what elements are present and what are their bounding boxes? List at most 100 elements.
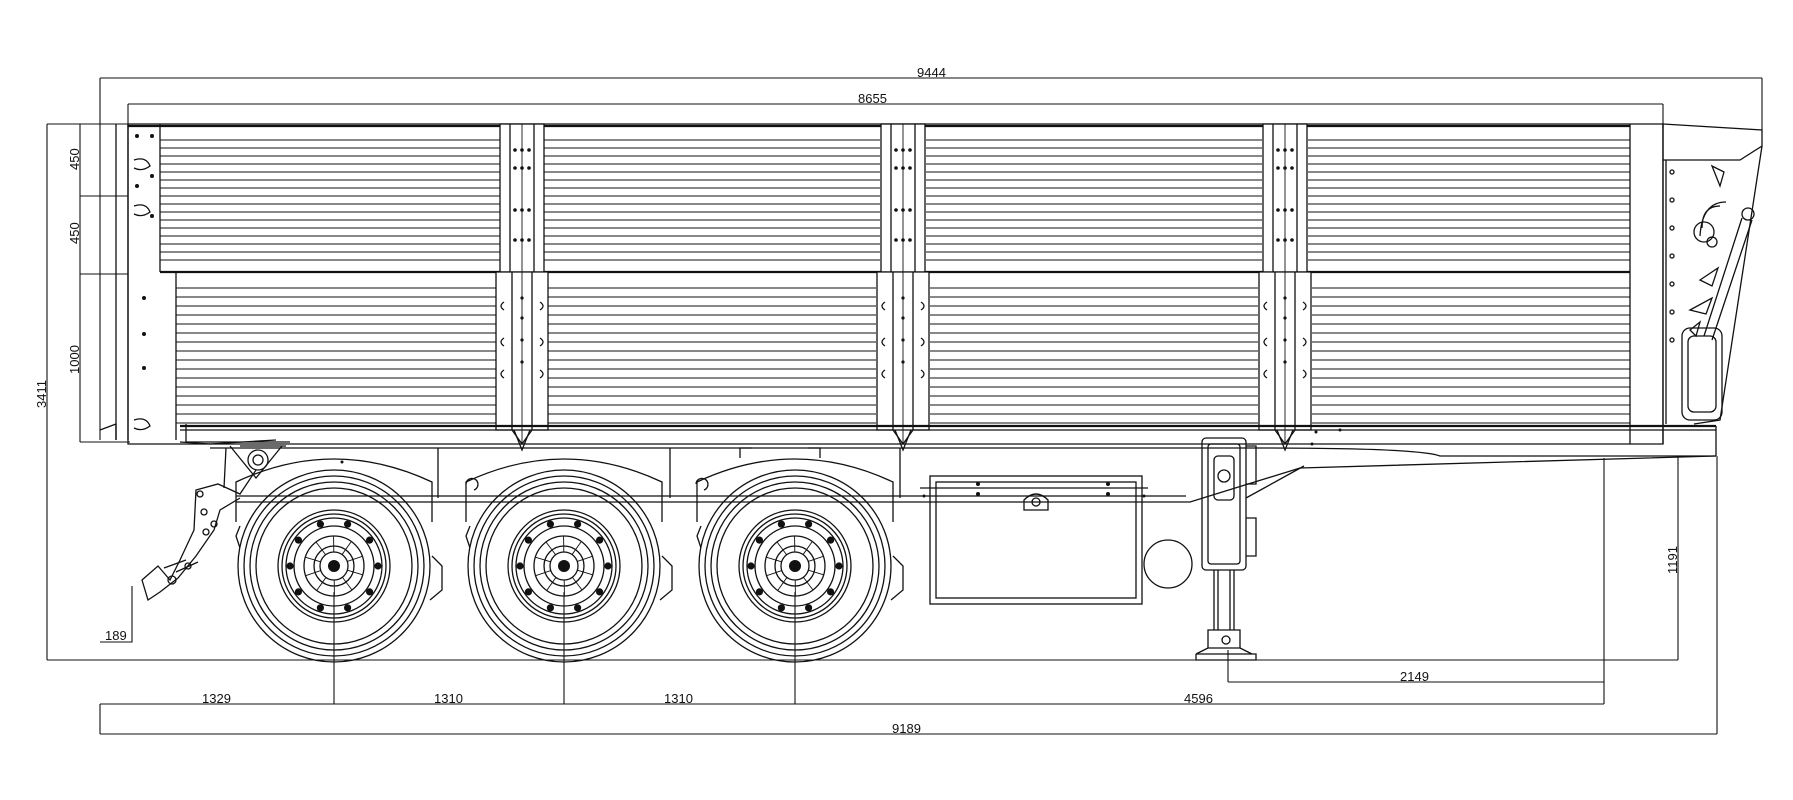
stake-bolt xyxy=(894,238,898,242)
rim xyxy=(523,525,605,607)
stake-bolt xyxy=(901,148,905,152)
stake-bolt xyxy=(1290,166,1294,170)
wheel-nut xyxy=(777,604,786,612)
stake-bolt xyxy=(894,148,898,152)
stake-hook xyxy=(1302,337,1307,347)
tyre xyxy=(716,487,874,645)
rim-spoke xyxy=(347,569,363,576)
dim-coupling-height: 1191 xyxy=(1665,546,1680,574)
stake-bolt xyxy=(1276,166,1280,170)
stake-bolt xyxy=(520,338,524,342)
stake-bolt xyxy=(1283,166,1287,170)
stake-bolt xyxy=(1283,208,1287,212)
rim-spoke xyxy=(316,577,327,591)
wheel-nut xyxy=(826,588,835,596)
tyre xyxy=(473,475,655,657)
rear-hinge xyxy=(141,445,286,602)
stake-bolt xyxy=(901,360,905,364)
tyre xyxy=(485,487,643,645)
toolbox xyxy=(920,475,1148,605)
chassis-fasteners xyxy=(1310,428,1342,446)
rim-spoke xyxy=(571,541,582,555)
mudguard xyxy=(696,458,894,522)
dim-side-lower: 1000 xyxy=(67,345,82,374)
dim-chassis-length: 9189 xyxy=(892,721,921,736)
stake-bolt xyxy=(520,316,524,320)
mudguard-bracket xyxy=(696,525,702,549)
rim xyxy=(742,513,848,619)
wheel-nut xyxy=(755,588,764,596)
mudguard xyxy=(235,458,433,522)
wheel-nut xyxy=(804,520,813,528)
stake-bolt xyxy=(520,360,524,364)
hub-center xyxy=(328,560,340,572)
wheel-nut xyxy=(595,536,604,544)
stake-bolt xyxy=(1276,238,1280,242)
body-ribs xyxy=(160,139,1630,424)
tyre xyxy=(704,475,886,657)
tyre xyxy=(698,469,892,663)
stake-bolt xyxy=(1283,238,1287,242)
wheel-nut xyxy=(316,520,325,528)
stake-tip xyxy=(1276,429,1294,452)
support-leg xyxy=(1195,437,1305,661)
rim-spoke xyxy=(341,541,352,555)
stake-bolt xyxy=(908,208,912,212)
body-stakes xyxy=(495,123,1312,452)
rim-spoke xyxy=(803,576,814,591)
wheel-nut xyxy=(365,536,374,544)
stake-bolt xyxy=(513,208,517,212)
stake-hook xyxy=(500,337,505,347)
rim xyxy=(293,525,375,607)
stake-bolt xyxy=(1290,238,1294,242)
dimension-lines: 9444 8655 3411 450 450 1000 189 1191 214… xyxy=(34,65,1763,736)
mudflap xyxy=(890,555,904,601)
stake-bolt xyxy=(527,208,531,212)
stake-hook xyxy=(500,301,505,311)
stake-bolt xyxy=(908,166,912,170)
stake-bolt xyxy=(901,166,905,170)
wheel-nut xyxy=(516,562,524,570)
stake-bolt xyxy=(901,296,905,300)
stake-bolt xyxy=(1276,148,1280,152)
wheel-nut xyxy=(343,604,352,612)
rim-spoke xyxy=(766,556,782,563)
stake-bolt xyxy=(901,316,905,320)
stake-bolt xyxy=(520,238,524,242)
stake-bolt xyxy=(908,238,912,242)
stake-bolt xyxy=(520,166,524,170)
tyre xyxy=(237,469,431,663)
stake-hook xyxy=(1263,301,1268,311)
wheel-nut xyxy=(524,588,533,596)
wheel-nut xyxy=(755,536,764,544)
wheel-nut xyxy=(343,520,352,528)
dim-overall-height: 3411 xyxy=(34,380,49,408)
stake-bolt xyxy=(513,238,517,242)
tyre xyxy=(710,481,880,651)
stake-bolt xyxy=(1290,148,1294,152)
wheel-nut xyxy=(835,562,843,570)
rim-spoke xyxy=(546,577,557,591)
mudguard-bracket xyxy=(235,525,241,549)
wheel-nut xyxy=(546,604,555,612)
rim xyxy=(746,517,844,615)
rim xyxy=(780,551,810,581)
rim-spoke xyxy=(305,556,321,563)
rim xyxy=(511,513,617,619)
stake-hook xyxy=(539,337,544,347)
stake-bolt xyxy=(520,208,524,212)
stake-tip xyxy=(894,429,912,452)
dim-side-upper-2: 450 xyxy=(67,222,82,244)
rim xyxy=(507,509,621,623)
stake-bolt xyxy=(908,148,912,152)
stake-bolt xyxy=(901,208,905,212)
mudguard xyxy=(465,458,663,522)
wheel-nut xyxy=(374,562,382,570)
stake-hook xyxy=(920,301,925,311)
tyre xyxy=(467,469,661,663)
rim-spoke xyxy=(342,576,353,591)
rim-spoke xyxy=(577,555,593,562)
stake-bolt xyxy=(1283,296,1287,300)
wheel-nut xyxy=(573,604,582,612)
